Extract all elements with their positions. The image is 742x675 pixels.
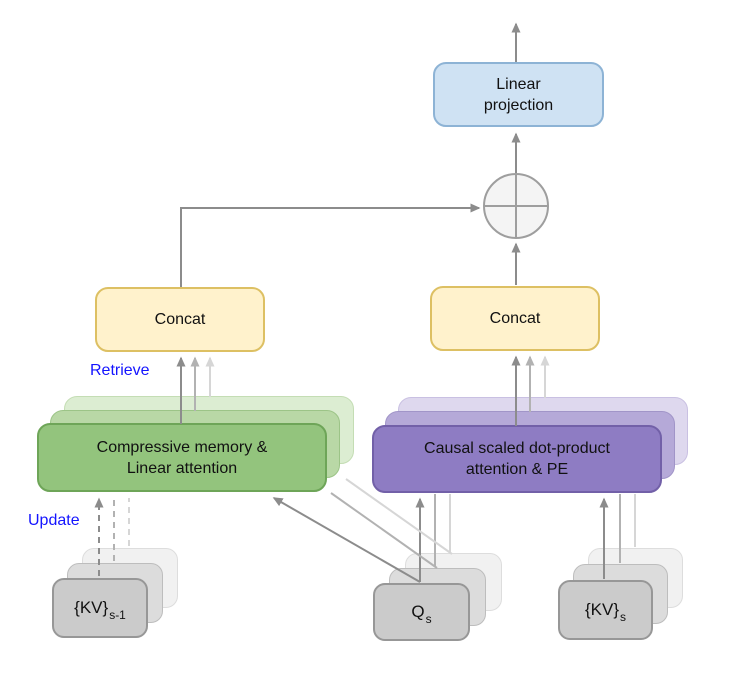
linear-projection-box: Linear projection [433, 62, 604, 127]
kv-curr-box: {KV}s [558, 580, 653, 640]
attention-box: Causal scaled dot-product attention & PE [372, 425, 662, 493]
attention-label-line1: Causal scaled dot-product [424, 440, 610, 457]
query-label: Qs [411, 601, 432, 626]
concat-left-label: Concat [154, 311, 206, 328]
query-box: Qs [373, 583, 470, 641]
retrieve-label: Retrieve [90, 362, 150, 379]
linear-projection-label-line2: projection [483, 96, 554, 114]
kv-curr-label: {KV}s [584, 599, 627, 624]
kv-prev-label: {KV}s-1 [74, 597, 126, 622]
attention-label-line2: attention & PE [465, 461, 569, 478]
concat-left-box: Concat [95, 287, 265, 352]
memory-label-line1: Compressive memory & [96, 438, 268, 456]
concat-right-label: Concat [489, 310, 541, 327]
linear-projection-label-line1: Linear [496, 75, 541, 93]
kv-prev-box: {KV}s-1 [52, 578, 148, 638]
edge-concat-left-to-sum [180, 203, 481, 287]
memory-box: Compressive memory & Linear attention [37, 423, 327, 492]
sum-node [483, 173, 549, 239]
memory-label-line2: Linear attention [126, 459, 238, 477]
concat-right-box: Concat [430, 286, 600, 351]
update-label: Update [28, 512, 80, 529]
